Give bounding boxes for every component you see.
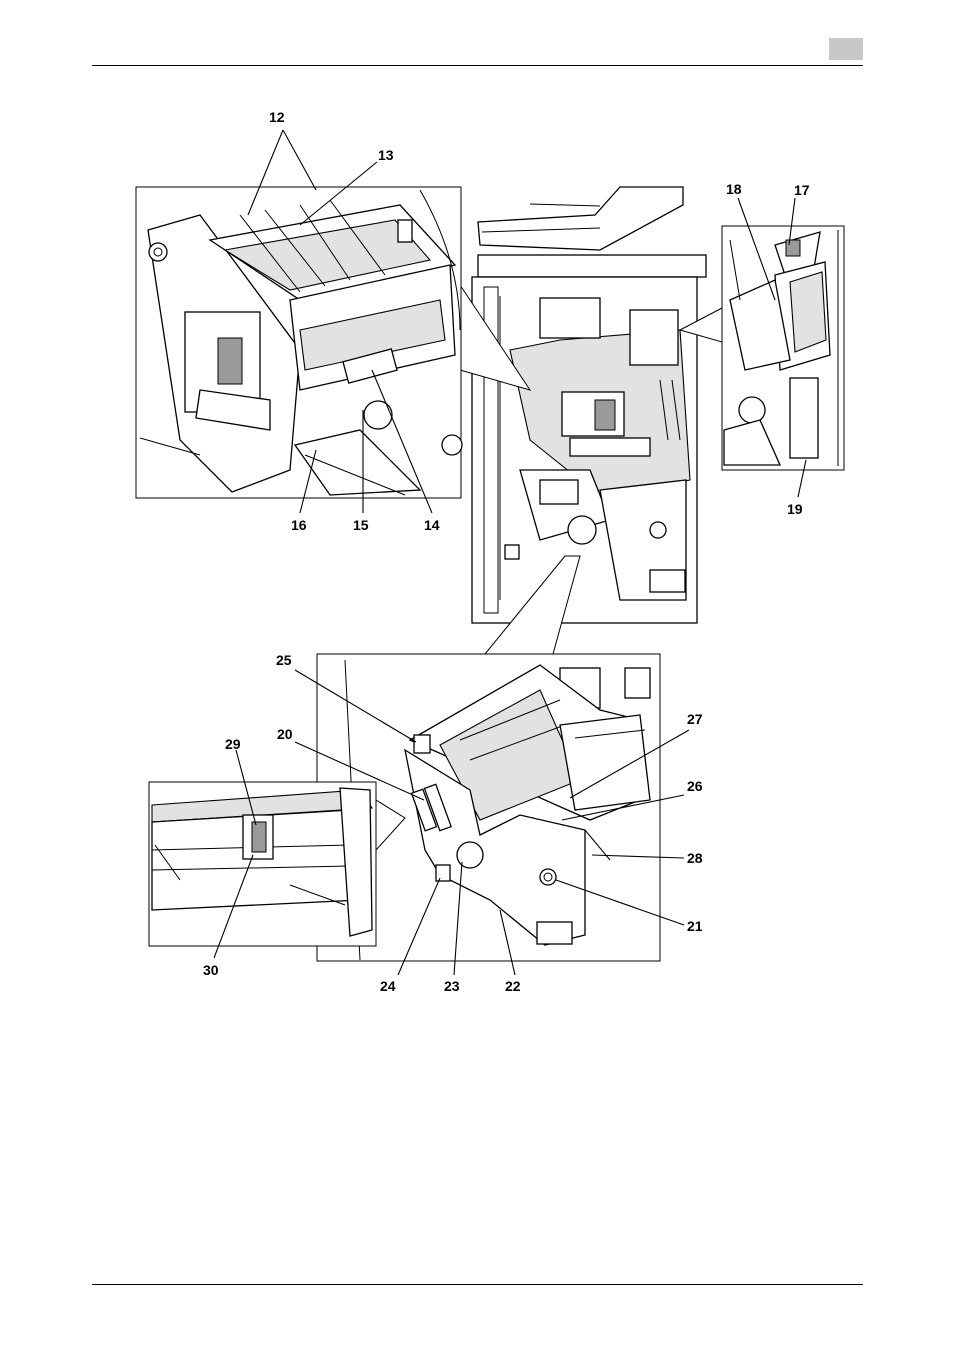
inset-right [722, 226, 844, 470]
finisher-main-unit [472, 187, 706, 623]
inset-top-left [136, 187, 462, 498]
callout-15: 15 [353, 517, 369, 533]
callout-24: 24 [380, 978, 396, 994]
callout-27: 27 [687, 711, 703, 727]
callout-18: 18 [726, 181, 742, 197]
callout-22: 22 [505, 978, 521, 994]
callout-25: 25 [276, 652, 292, 668]
callout-19: 19 [787, 501, 803, 517]
callout-26: 26 [687, 778, 703, 794]
inset-bottom-left [149, 782, 376, 946]
callout-20: 20 [277, 726, 293, 742]
callout-13: 13 [378, 147, 394, 163]
callout-14: 14 [424, 517, 440, 533]
callout-21: 21 [687, 918, 703, 934]
callout-28: 28 [687, 850, 703, 866]
callout-16: 16 [291, 517, 307, 533]
callout-29: 29 [225, 736, 241, 752]
callout-23: 23 [444, 978, 460, 994]
callout-30: 30 [203, 962, 219, 978]
callout-12: 12 [269, 109, 285, 125]
callout-17: 17 [794, 182, 810, 198]
